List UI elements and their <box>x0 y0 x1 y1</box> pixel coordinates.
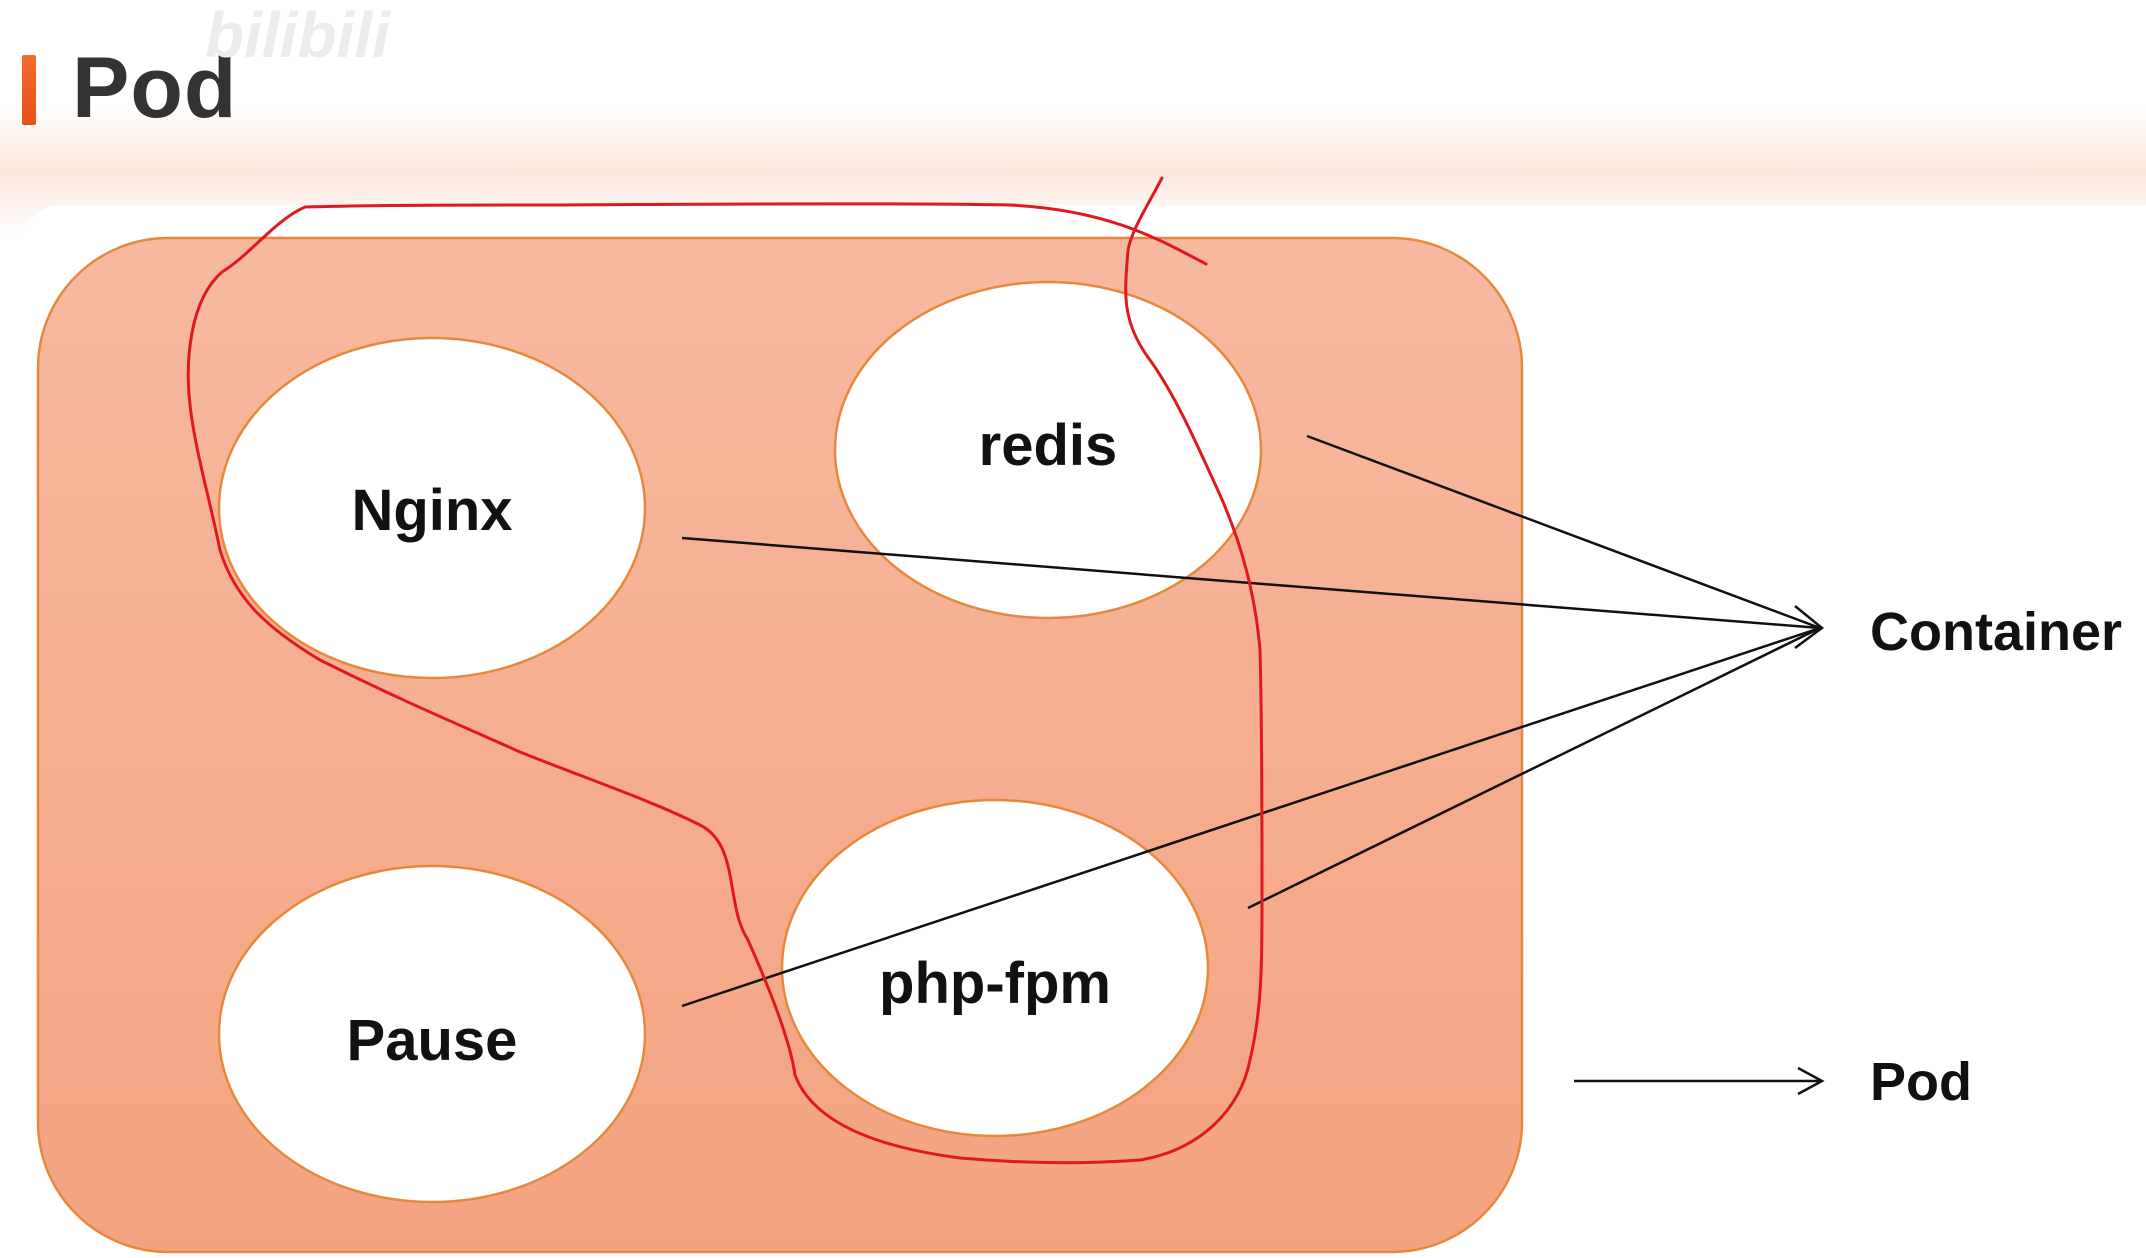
container-label-php-fpm: php-fpm <box>879 951 1111 1016</box>
watermark-logo: bilibili <box>205 0 390 71</box>
title-accent-bar <box>22 55 36 125</box>
arrow-head-container <box>1794 605 1825 650</box>
container-arrows <box>681 434 1825 1008</box>
container-nginx: Nginx <box>217 336 647 680</box>
pod-legend-arrow <box>1574 1066 1825 1096</box>
legend-pod-label: Pod <box>1870 1052 1972 1112</box>
container-label-pause: Pause <box>347 1008 518 1073</box>
legend-container-label: Container <box>1870 602 2122 662</box>
arrow-pause-to-container <box>681 626 1821 1008</box>
arrow-phpfpm-to-container <box>1247 626 1821 910</box>
container-label-nginx: Nginx <box>351 478 512 543</box>
container-php-fpm: php-fpm <box>780 798 1210 1138</box>
container-pause: Pause <box>217 864 647 1204</box>
arrow-redis-to-container <box>1306 434 1821 630</box>
container-label-redis: redis <box>979 413 1118 478</box>
red-annotation-loop <box>186 176 1264 1165</box>
page-title: Pod <box>72 40 238 136</box>
